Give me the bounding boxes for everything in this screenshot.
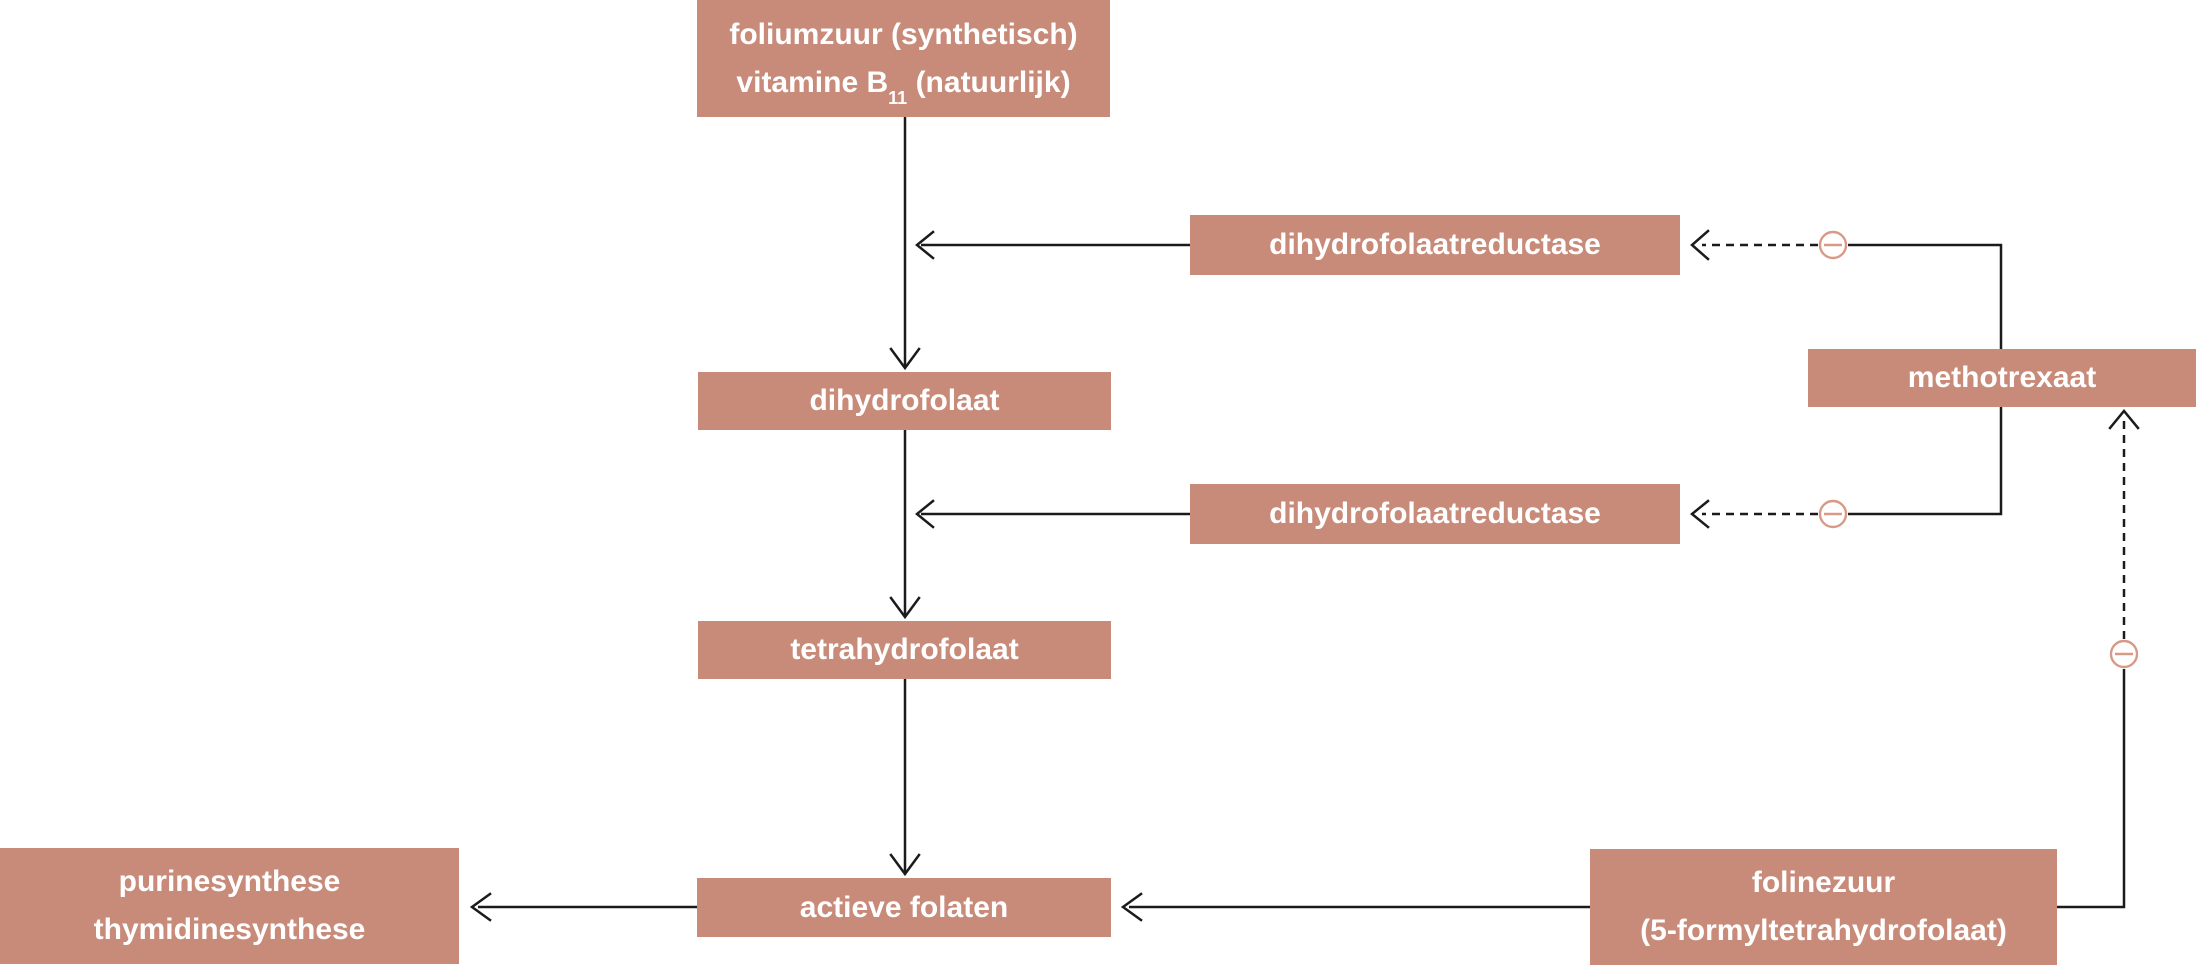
node-tetrahydrofolaat: tetrahydrofolaat bbox=[698, 621, 1111, 679]
node-synthese-line1: purinesynthese bbox=[118, 865, 341, 898]
node-actieve-folaten: actieve folaten bbox=[697, 878, 1111, 937]
arrow-folinezuur-to-actieve-folaten bbox=[1120, 892, 1590, 922]
node-foliumzuur-line1: foliumzuur (synthetisch) bbox=[729, 17, 1078, 51]
node-dihydrofolaat: dihydrofolaat bbox=[698, 372, 1111, 430]
inhibition-minus-icon bbox=[1818, 499, 1848, 529]
arrow-dihydrofolaat-to-tetrahydrofolaat bbox=[889, 430, 921, 620]
inhibition-methotrexaat-dhfr2 bbox=[1690, 407, 2003, 529]
arrow-dhfr1-to-step1 bbox=[915, 230, 1190, 260]
node-dihydrofolaatreductase-1-label: dihydrofolaatreductase bbox=[1269, 228, 1601, 261]
inhibition-minus-icon bbox=[2109, 639, 2139, 669]
node-foliumzuur-line2: vitamine B11 (natuurlijk) bbox=[736, 65, 1071, 107]
node-synthese-line2: thymidinesynthese bbox=[93, 913, 366, 946]
inhibition-methotrexaat-dhfr1 bbox=[1690, 229, 2003, 349]
node-methotrexaat: methotrexaat bbox=[1808, 349, 2196, 407]
node-actieve-folaten-label: actieve folaten bbox=[799, 890, 1009, 924]
node-folinezuur-line2: (5-formyltetrahydrofolaat) bbox=[1640, 914, 2007, 947]
inhibition-minus-icon bbox=[1818, 230, 1848, 260]
vitamine-b-subscript: 11 bbox=[888, 87, 908, 108]
node-dihydrofolaat-label: dihydrofolaat bbox=[809, 384, 1000, 417]
node-dihydrofolaatreductase-2-label: dihydrofolaatreductase bbox=[1269, 497, 1601, 530]
arrow-dhfr2-to-step2 bbox=[915, 499, 1190, 529]
node-dihydrofolaatreductase-2: dihydrofolaatreductase bbox=[1190, 484, 1680, 544]
arrow-foliumzuur-to-dihydrofolaat bbox=[889, 117, 921, 371]
vitamine-b-suffix: (natuurlijk) bbox=[915, 65, 1071, 99]
arrow-actieve-folaten-to-synthese bbox=[469, 892, 697, 922]
node-folinezuur-line1: folinezuur bbox=[1751, 866, 1896, 899]
node-foliumzuur: foliumzuur (synthetisch) vitamine B11 (na… bbox=[697, 0, 1110, 117]
node-synthese: purinesynthese thymidinesynthese bbox=[0, 848, 459, 964]
node-folinezuur: folinezuur (5-formyltetrahydrofolaat) bbox=[1590, 849, 2057, 965]
arrow-tetrahydrofolaat-to-actieve-folaten bbox=[889, 679, 921, 877]
node-methotrexaat-label: methotrexaat bbox=[1907, 361, 2097, 394]
node-tetrahydrofolaat-label: tetrahydrofolaat bbox=[790, 633, 1019, 666]
vitamine-b-prefix: vitamine B bbox=[736, 65, 889, 99]
inhibition-folinezuur-methotrexaat bbox=[2057, 409, 2140, 909]
node-dihydrofolaatreductase-1: dihydrofolaatreductase bbox=[1190, 215, 1680, 275]
